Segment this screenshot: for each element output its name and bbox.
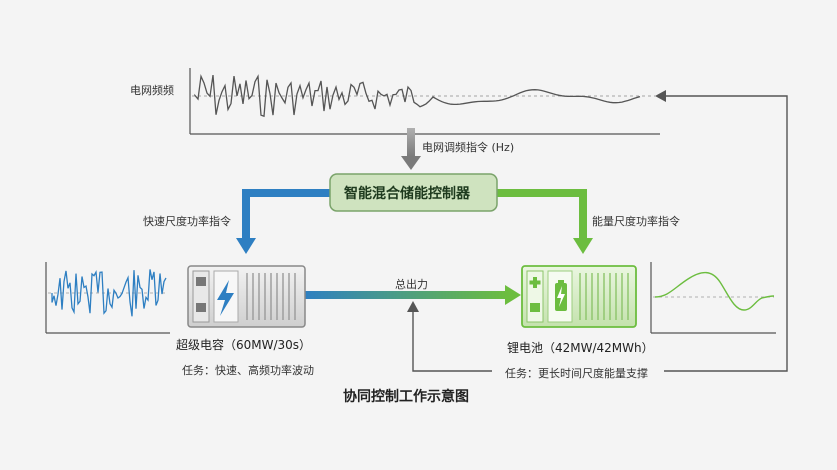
fast-power-command-label: 快速尺度功率指令 bbox=[143, 215, 231, 228]
grid-command-arrow bbox=[401, 128, 421, 170]
battery-indicator bbox=[530, 303, 540, 312]
fast-command-arrow bbox=[236, 189, 330, 254]
supercap-name: 超级电容（60MW/30s） bbox=[176, 338, 312, 352]
total-output-label: 总出力 bbox=[395, 278, 428, 291]
supercap-chart bbox=[45, 262, 170, 334]
plus-icon bbox=[529, 277, 541, 288]
battery-chart bbox=[650, 262, 776, 334]
supercap-indicator-top bbox=[196, 277, 206, 286]
supercap-device bbox=[187, 265, 306, 328]
grid-frequency-label: 电网频频 bbox=[130, 84, 174, 97]
lightning-bolt-icon bbox=[217, 280, 234, 316]
controller-label: 智能混合储能控制器 bbox=[344, 186, 470, 202]
controller-box bbox=[329, 173, 498, 212]
battery-task: 任务：更长时间尺度能量支撑 bbox=[505, 367, 648, 380]
feedback-loop-arrow bbox=[655, 90, 788, 372]
supercap-wave bbox=[51, 269, 167, 317]
battery-charging-icon bbox=[555, 280, 567, 311]
diagram-caption: 协同控制工作示意图 bbox=[343, 389, 469, 405]
battery-name: 锂电池（42MW/42MWh） bbox=[507, 341, 654, 355]
feedback-up-arrow bbox=[407, 301, 492, 372]
grid-frequency-chart bbox=[189, 68, 660, 135]
battery-wave bbox=[654, 271, 775, 311]
energy-command-arrow bbox=[497, 189, 593, 254]
total-output-arrow bbox=[303, 285, 521, 305]
grid-command-label: 电网调频指令 (Hz) bbox=[422, 141, 515, 154]
supercap-task: 任务：快速、高频功率波动 bbox=[182, 364, 314, 377]
grid-freq-wave bbox=[194, 73, 641, 118]
energy-power-command-label: 能量尺度功率指令 bbox=[592, 215, 680, 228]
battery-device bbox=[521, 265, 637, 328]
supercap-indicator-bottom bbox=[196, 303, 206, 312]
